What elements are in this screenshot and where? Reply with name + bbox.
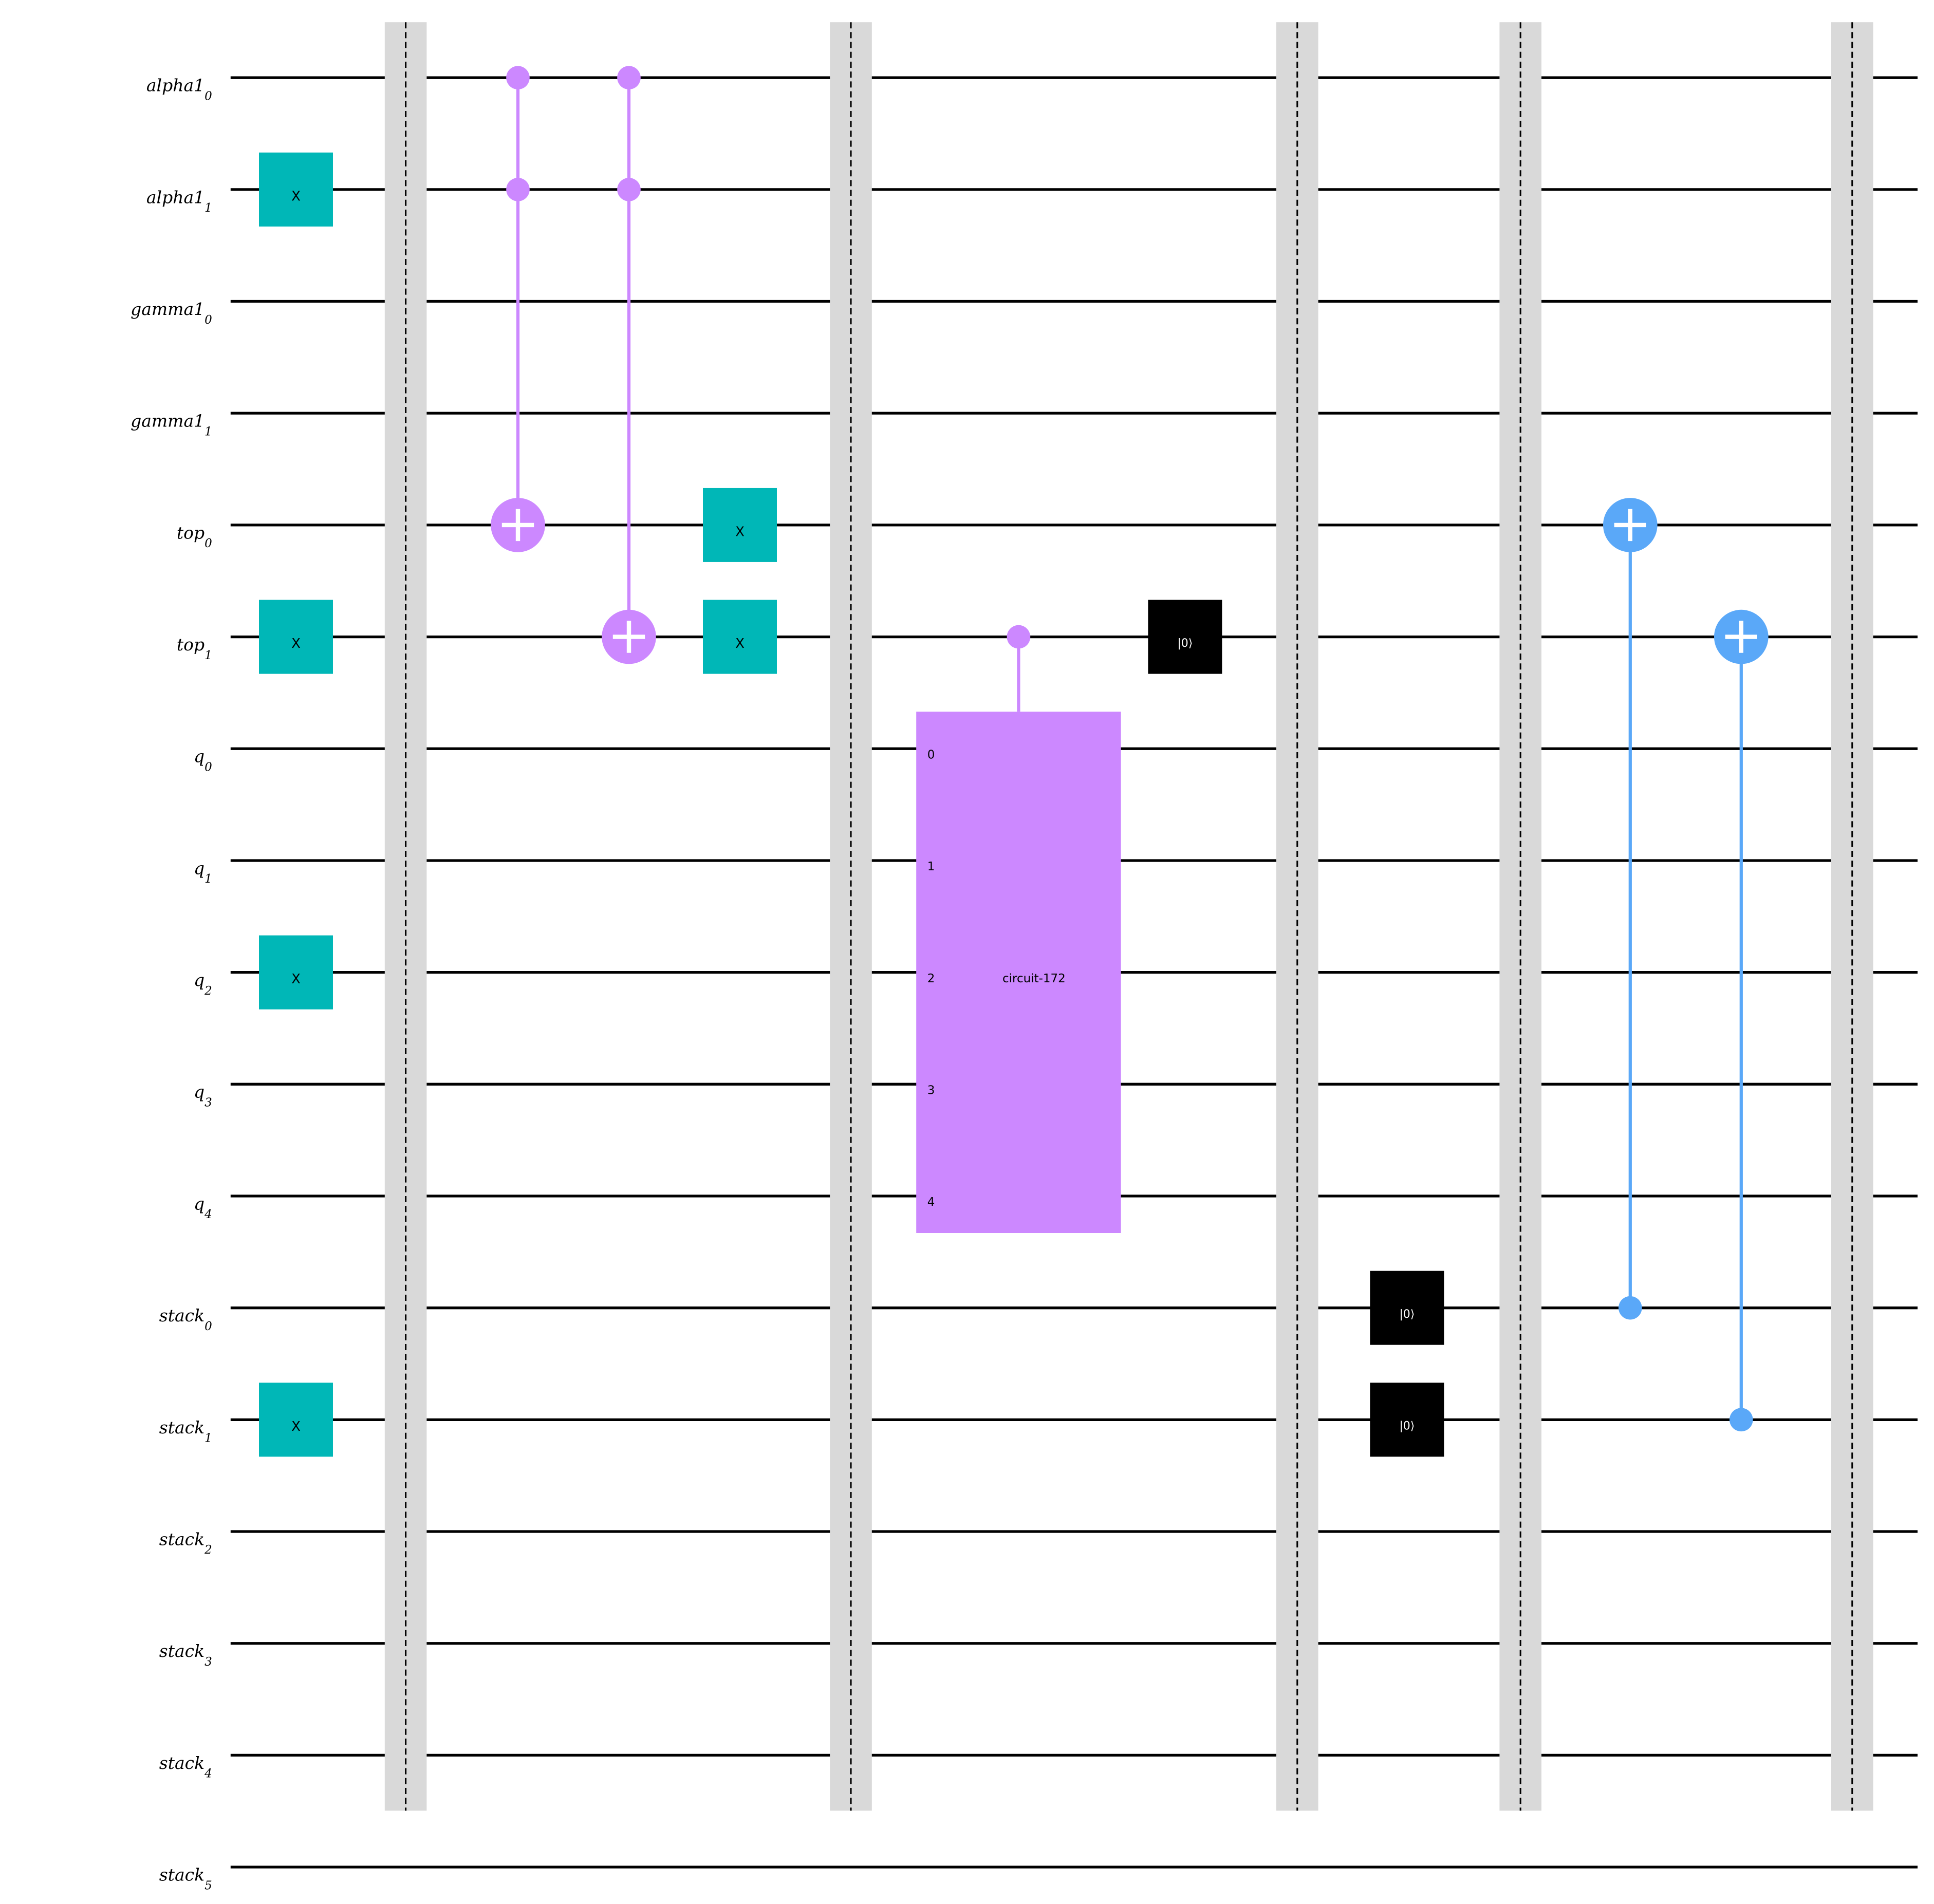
wire-label-name: stack [159, 1641, 204, 1661]
wire-label-name: stack [159, 1529, 204, 1549]
x-gate-2 [259, 935, 333, 1010]
ccx-control-dot-0-0 [506, 66, 530, 89]
wire-label-index: 2 [204, 984, 212, 998]
reset-gate-1 [1370, 1271, 1444, 1345]
reset-gate-label-0: |0⟩ [1177, 637, 1193, 650]
wire-label-name: gamma1 [131, 299, 204, 319]
cx-control-dot-2-0 [1619, 1296, 1642, 1320]
wire-label-name: alpha1 [146, 76, 204, 96]
barriers-layer [384, 22, 1873, 1811]
custom-gate-control-dot [1007, 625, 1031, 649]
custom-gate-port-label-2: 2 [927, 972, 935, 985]
ccx-control-dot-1-0 [617, 66, 641, 89]
wire-label-index: 0 [204, 89, 212, 103]
wire-label-stack-1: stack1 [159, 1417, 212, 1445]
wire-label-alpha1-0: alpha10 [146, 76, 212, 103]
wire-label-name: top [177, 522, 204, 543]
x-gate-4 [703, 488, 777, 562]
wire-label-name: q [194, 1082, 204, 1102]
wire-label-name: stack [159, 1753, 204, 1773]
custom-gate-port-label-4: 4 [927, 1196, 935, 1209]
x-gate-label-0: X [291, 189, 301, 204]
wire-label-index: 0 [204, 537, 212, 550]
wire-label-name: q [194, 746, 204, 767]
wire-label-index: 4 [204, 1208, 212, 1221]
wire-label-index: 0 [204, 313, 212, 327]
wire-label-q-0: q0 [194, 746, 212, 774]
x-gate-label-3: X [291, 1419, 301, 1434]
wire-label-gamma1-0: gamma10 [131, 299, 212, 327]
wire-label-index: 5 [204, 1879, 212, 1892]
x-gate-0 [259, 152, 333, 227]
wire-label-index: 1 [204, 649, 212, 662]
wire-label-index: 4 [204, 1767, 212, 1781]
wire-label-name: q [194, 970, 204, 990]
wire-label-index: 3 [204, 1096, 212, 1110]
wire-label-name: stack [159, 1305, 204, 1326]
x-gate-5 [703, 600, 777, 674]
wire-label-top-1: top1 [177, 634, 212, 662]
wire-label-index: 3 [204, 1655, 212, 1669]
wire-label-name: q [194, 1193, 204, 1214]
wires-layer [230, 76, 1918, 1869]
wire-label-top-0: top0 [177, 522, 212, 550]
wire-label-stack-2: stack2 [159, 1529, 212, 1557]
wire-label-q-3: q3 [194, 1082, 212, 1110]
wire-label-alpha1-1: alpha11 [146, 187, 212, 215]
wire-label-index: 1 [204, 1432, 212, 1445]
wire-label-index: 2 [204, 1543, 212, 1557]
wire-label-index: 1 [204, 872, 212, 886]
x-gate-1 [259, 600, 333, 674]
wire-label-name: gamma1 [131, 411, 204, 431]
wire-label-name: stack [159, 1864, 204, 1884]
wire-label-q-2: q2 [194, 970, 212, 998]
x-gate-label-4: X [735, 525, 745, 540]
wire-label-name: stack [159, 1417, 204, 1438]
wire-label-stack-3: stack3 [159, 1641, 212, 1669]
wire-label-name: top [177, 634, 204, 655]
x-gate-label-5: X [735, 636, 745, 651]
wire-label-name: alpha1 [146, 187, 204, 207]
custom-gate-title: circuit-172 [1002, 972, 1066, 985]
reset-gate-0 [1148, 600, 1222, 674]
wire-label-index: 0 [204, 1320, 212, 1333]
wire-label-index: 1 [204, 425, 212, 438]
custom-gate-port-label-3: 3 [927, 1084, 935, 1097]
wire-label-stack-4: stack4 [159, 1753, 212, 1781]
ccx-control-dot-0-1 [506, 178, 530, 201]
wire-label-index: 0 [204, 760, 212, 774]
wire-label-q-4: q4 [194, 1193, 212, 1221]
wire-label-stack-5: stack5 [159, 1864, 212, 1892]
custom-gate-port-label-1: 1 [927, 860, 935, 873]
custom-gate-box [916, 712, 1121, 1233]
wire-label-name: q [194, 858, 204, 878]
wire-label-q-1: q1 [194, 858, 212, 886]
cx-control-dot-3-0 [1730, 1408, 1753, 1432]
x-gate-3 [259, 1383, 333, 1457]
custom-gate-port-label-0: 0 [927, 748, 935, 761]
reset-gate-2 [1370, 1383, 1444, 1457]
wire-label-index: 1 [204, 201, 212, 215]
x-gate-label-2: X [291, 972, 301, 987]
reset-gate-label-2: |0⟩ [1399, 1420, 1415, 1433]
wire-label-stack-0: stack0 [159, 1305, 212, 1333]
reset-gate-label-1: |0⟩ [1399, 1308, 1415, 1321]
wire-label-gamma1-1: gamma11 [131, 411, 212, 439]
wire-labels-layer: alpha10alpha11gamma10gamma11top0top1q0q1… [131, 76, 212, 1893]
x-gate-label-1: X [291, 636, 301, 651]
ccx-control-dot-1-1 [617, 178, 641, 201]
